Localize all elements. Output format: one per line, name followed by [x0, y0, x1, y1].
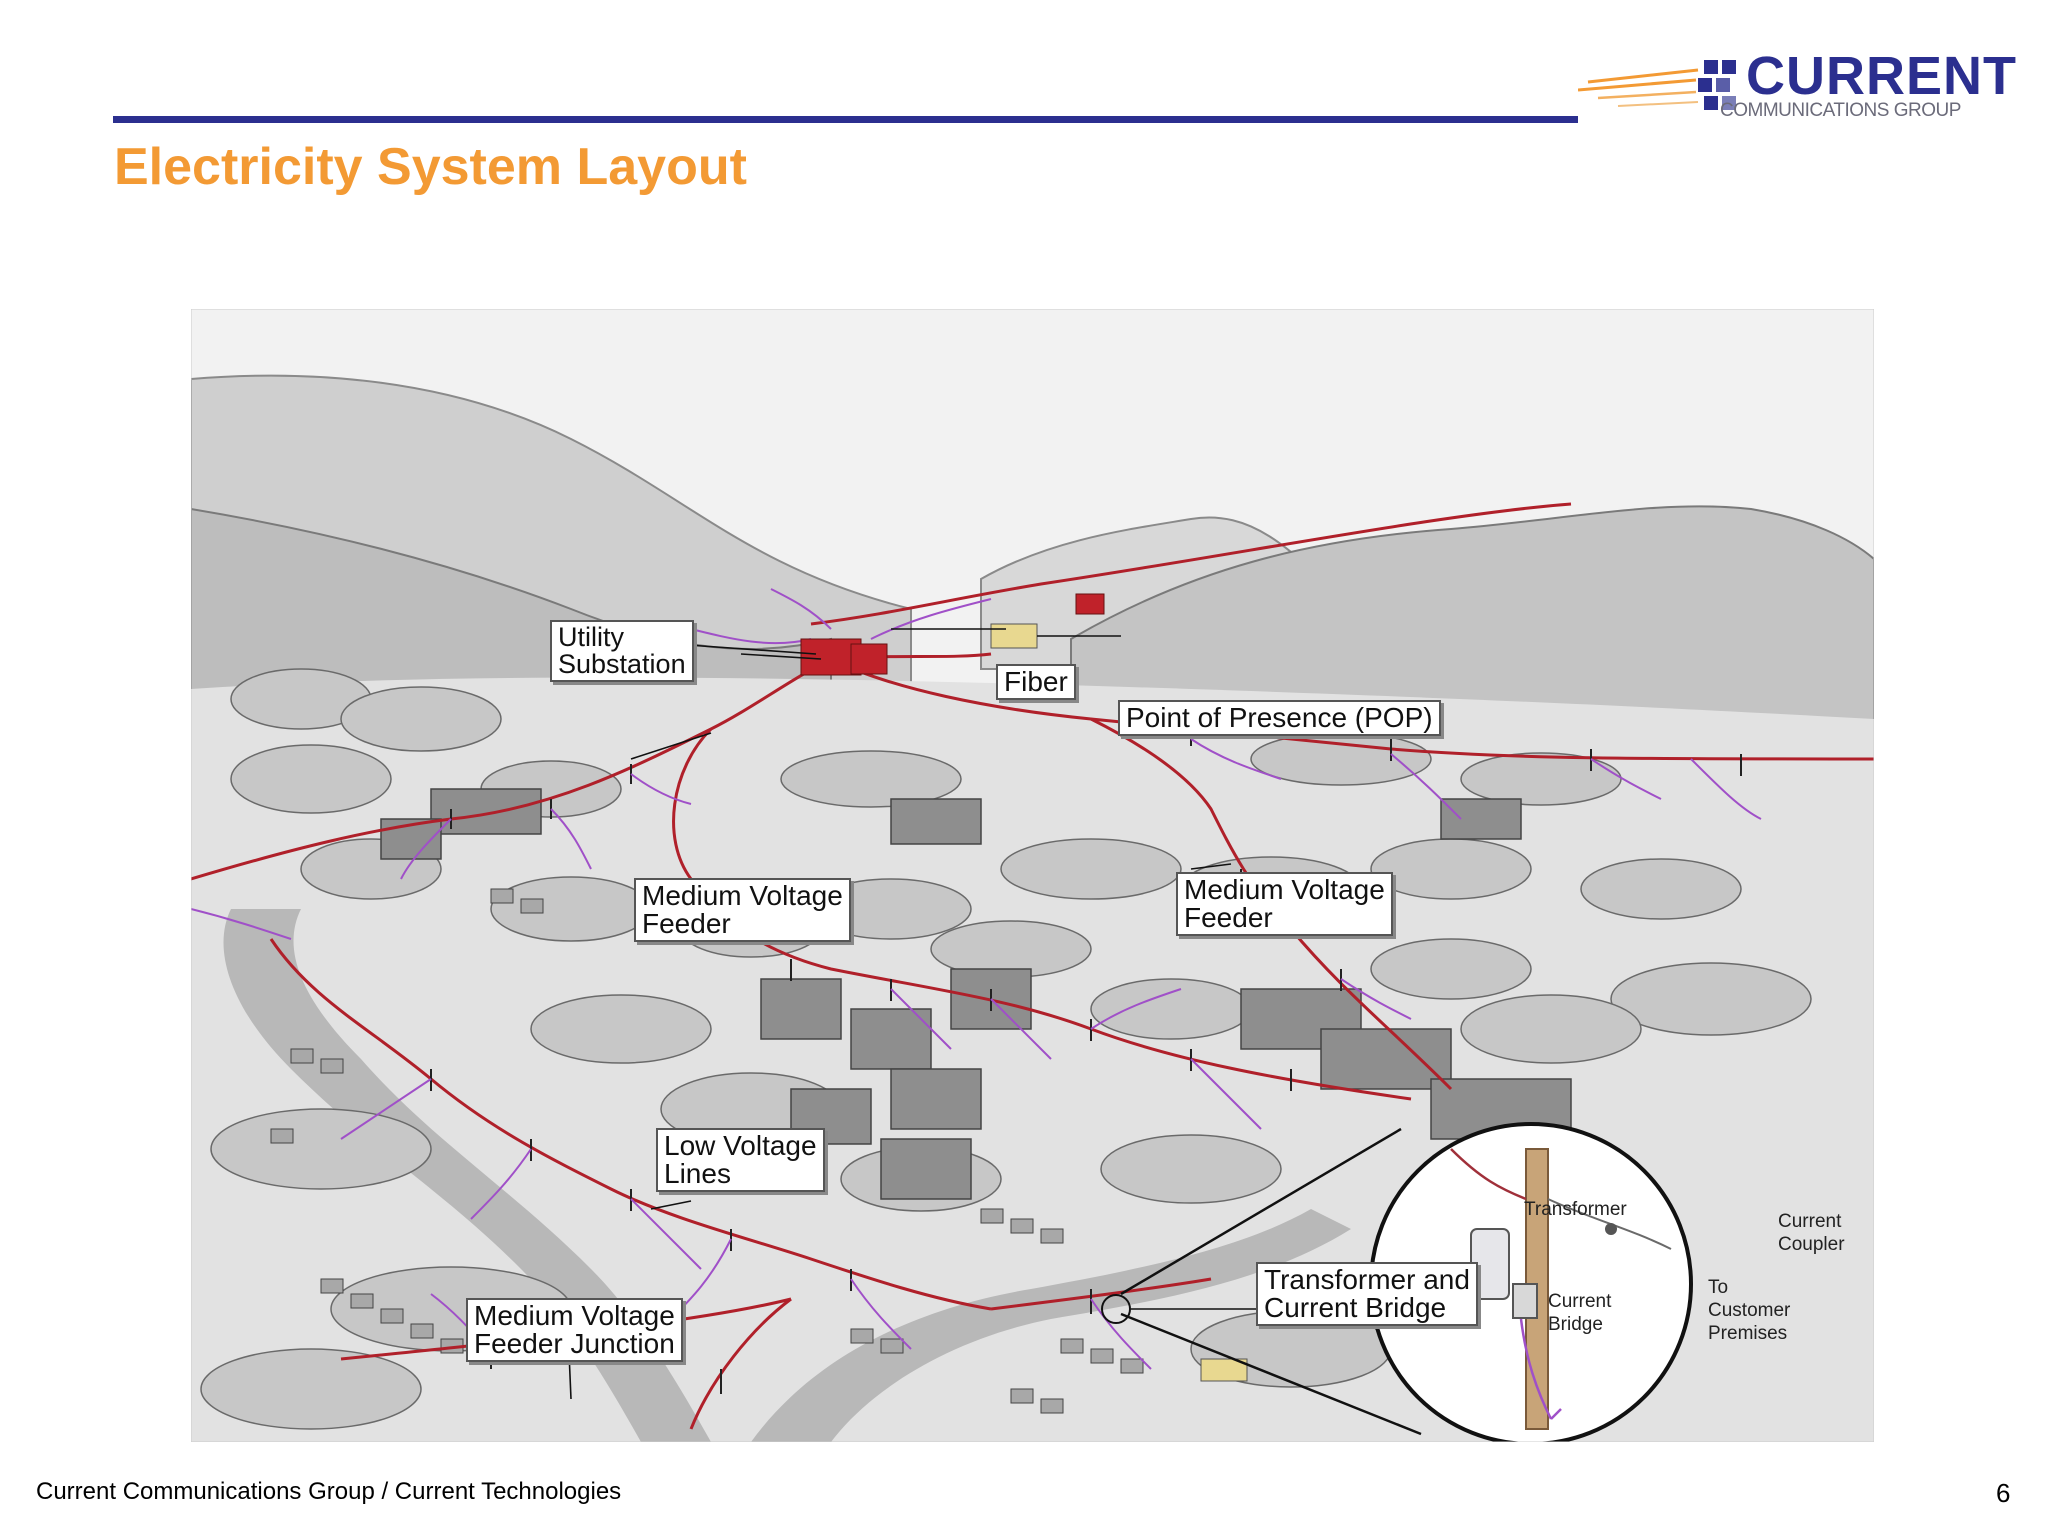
houses	[270, 888, 1144, 1414]
inset-label-current-coupler: Current Coupler	[1778, 1210, 1845, 1256]
road-bottom	[751, 1209, 1351, 1442]
inset-pointer-top	[1120, 1127, 1402, 1296]
current-coupler	[1605, 1223, 1617, 1235]
logo-wordmark: CURRENT	[1746, 46, 2017, 106]
callout-line: Medium Voltage	[642, 880, 843, 911]
callout-line: Low Voltage	[664, 1130, 817, 1161]
callout-transformer-bridge: Transformer and Current Bridge	[1256, 1262, 1478, 1326]
pop-building	[990, 623, 1038, 649]
logo-streaks-icon	[1578, 60, 1736, 110]
inset-label-line: Coupler	[1778, 1234, 1845, 1255]
inset-label-current-bridge: Current Bridge	[1548, 1290, 1611, 1336]
inset-label-line: Customer	[1708, 1300, 1791, 1321]
inset-label-to-customer: To Customer Premises	[1708, 1276, 1790, 1345]
mountain-right	[1070, 505, 1874, 730]
header-rule	[113, 116, 1578, 123]
callout-line: Feeder	[1184, 902, 1273, 933]
callout-line: Substation	[558, 649, 686, 679]
buildings	[380, 788, 1572, 1200]
callout-line: Current Bridge	[1264, 1292, 1447, 1323]
callout-pop: Point of Presence (POP)	[1118, 700, 1441, 736]
callout-line: Medium Voltage	[474, 1300, 675, 1331]
callout-line: Feeder Junction	[474, 1328, 675, 1359]
inset-label-line: Premises	[1708, 1323, 1788, 1344]
current-bridge-box	[1512, 1283, 1538, 1319]
utility-substation	[800, 638, 888, 676]
callout-utility-substation: Utility Substation	[550, 620, 694, 682]
page-number: 6	[1996, 1478, 2011, 1508]
callout-line: Point of Presence (POP)	[1126, 702, 1433, 733]
distant-substation	[1075, 593, 1105, 615]
callout-line: Medium Voltage	[1184, 874, 1385, 905]
inset-pole-diagram	[1450, 1148, 1672, 1430]
inset-label-line: Current	[1548, 1291, 1612, 1312]
zoom-marker	[1101, 1294, 1131, 1324]
system-layout-illustration	[191, 309, 1874, 1442]
callout-fiber: Fiber	[996, 664, 1076, 700]
callout-mv-junction: Medium Voltage Feeder Junction	[466, 1298, 683, 1362]
page-title: Electricity System Layout	[114, 138, 747, 196]
callout-line: Lines	[664, 1158, 731, 1189]
callout-line: Transformer and	[1264, 1264, 1470, 1295]
callout-line: Utility	[558, 622, 624, 652]
callout-line: Fiber	[1004, 666, 1068, 697]
low-voltage-lines	[191, 588, 1762, 1370]
logo-subtitle: COMMUNICATIONS GROUP	[1720, 100, 1961, 121]
inset-label-line: Bridge	[1548, 1314, 1603, 1335]
callout-mv-feeder-right: Medium Voltage Feeder	[1176, 872, 1393, 936]
callout-line: Feeder	[642, 908, 731, 939]
inset-label-line: To	[1708, 1277, 1729, 1298]
pop-building-small	[1200, 1358, 1248, 1382]
leader-lines	[567, 628, 1261, 1400]
inset-pointer-bottom	[1120, 1312, 1422, 1436]
callout-low-voltage: Low Voltage Lines	[656, 1128, 825, 1192]
inset-label-transformer: Transformer	[1524, 1199, 1627, 1220]
footer-credit: Current Communications Group / Current T…	[36, 1478, 622, 1505]
inset-label-line: Current	[1778, 1211, 1842, 1232]
callout-mv-feeder-left: Medium Voltage Feeder	[634, 878, 851, 942]
company-logo: CURRENT COMMUNICATIONS GROUP	[1578, 46, 2016, 126]
